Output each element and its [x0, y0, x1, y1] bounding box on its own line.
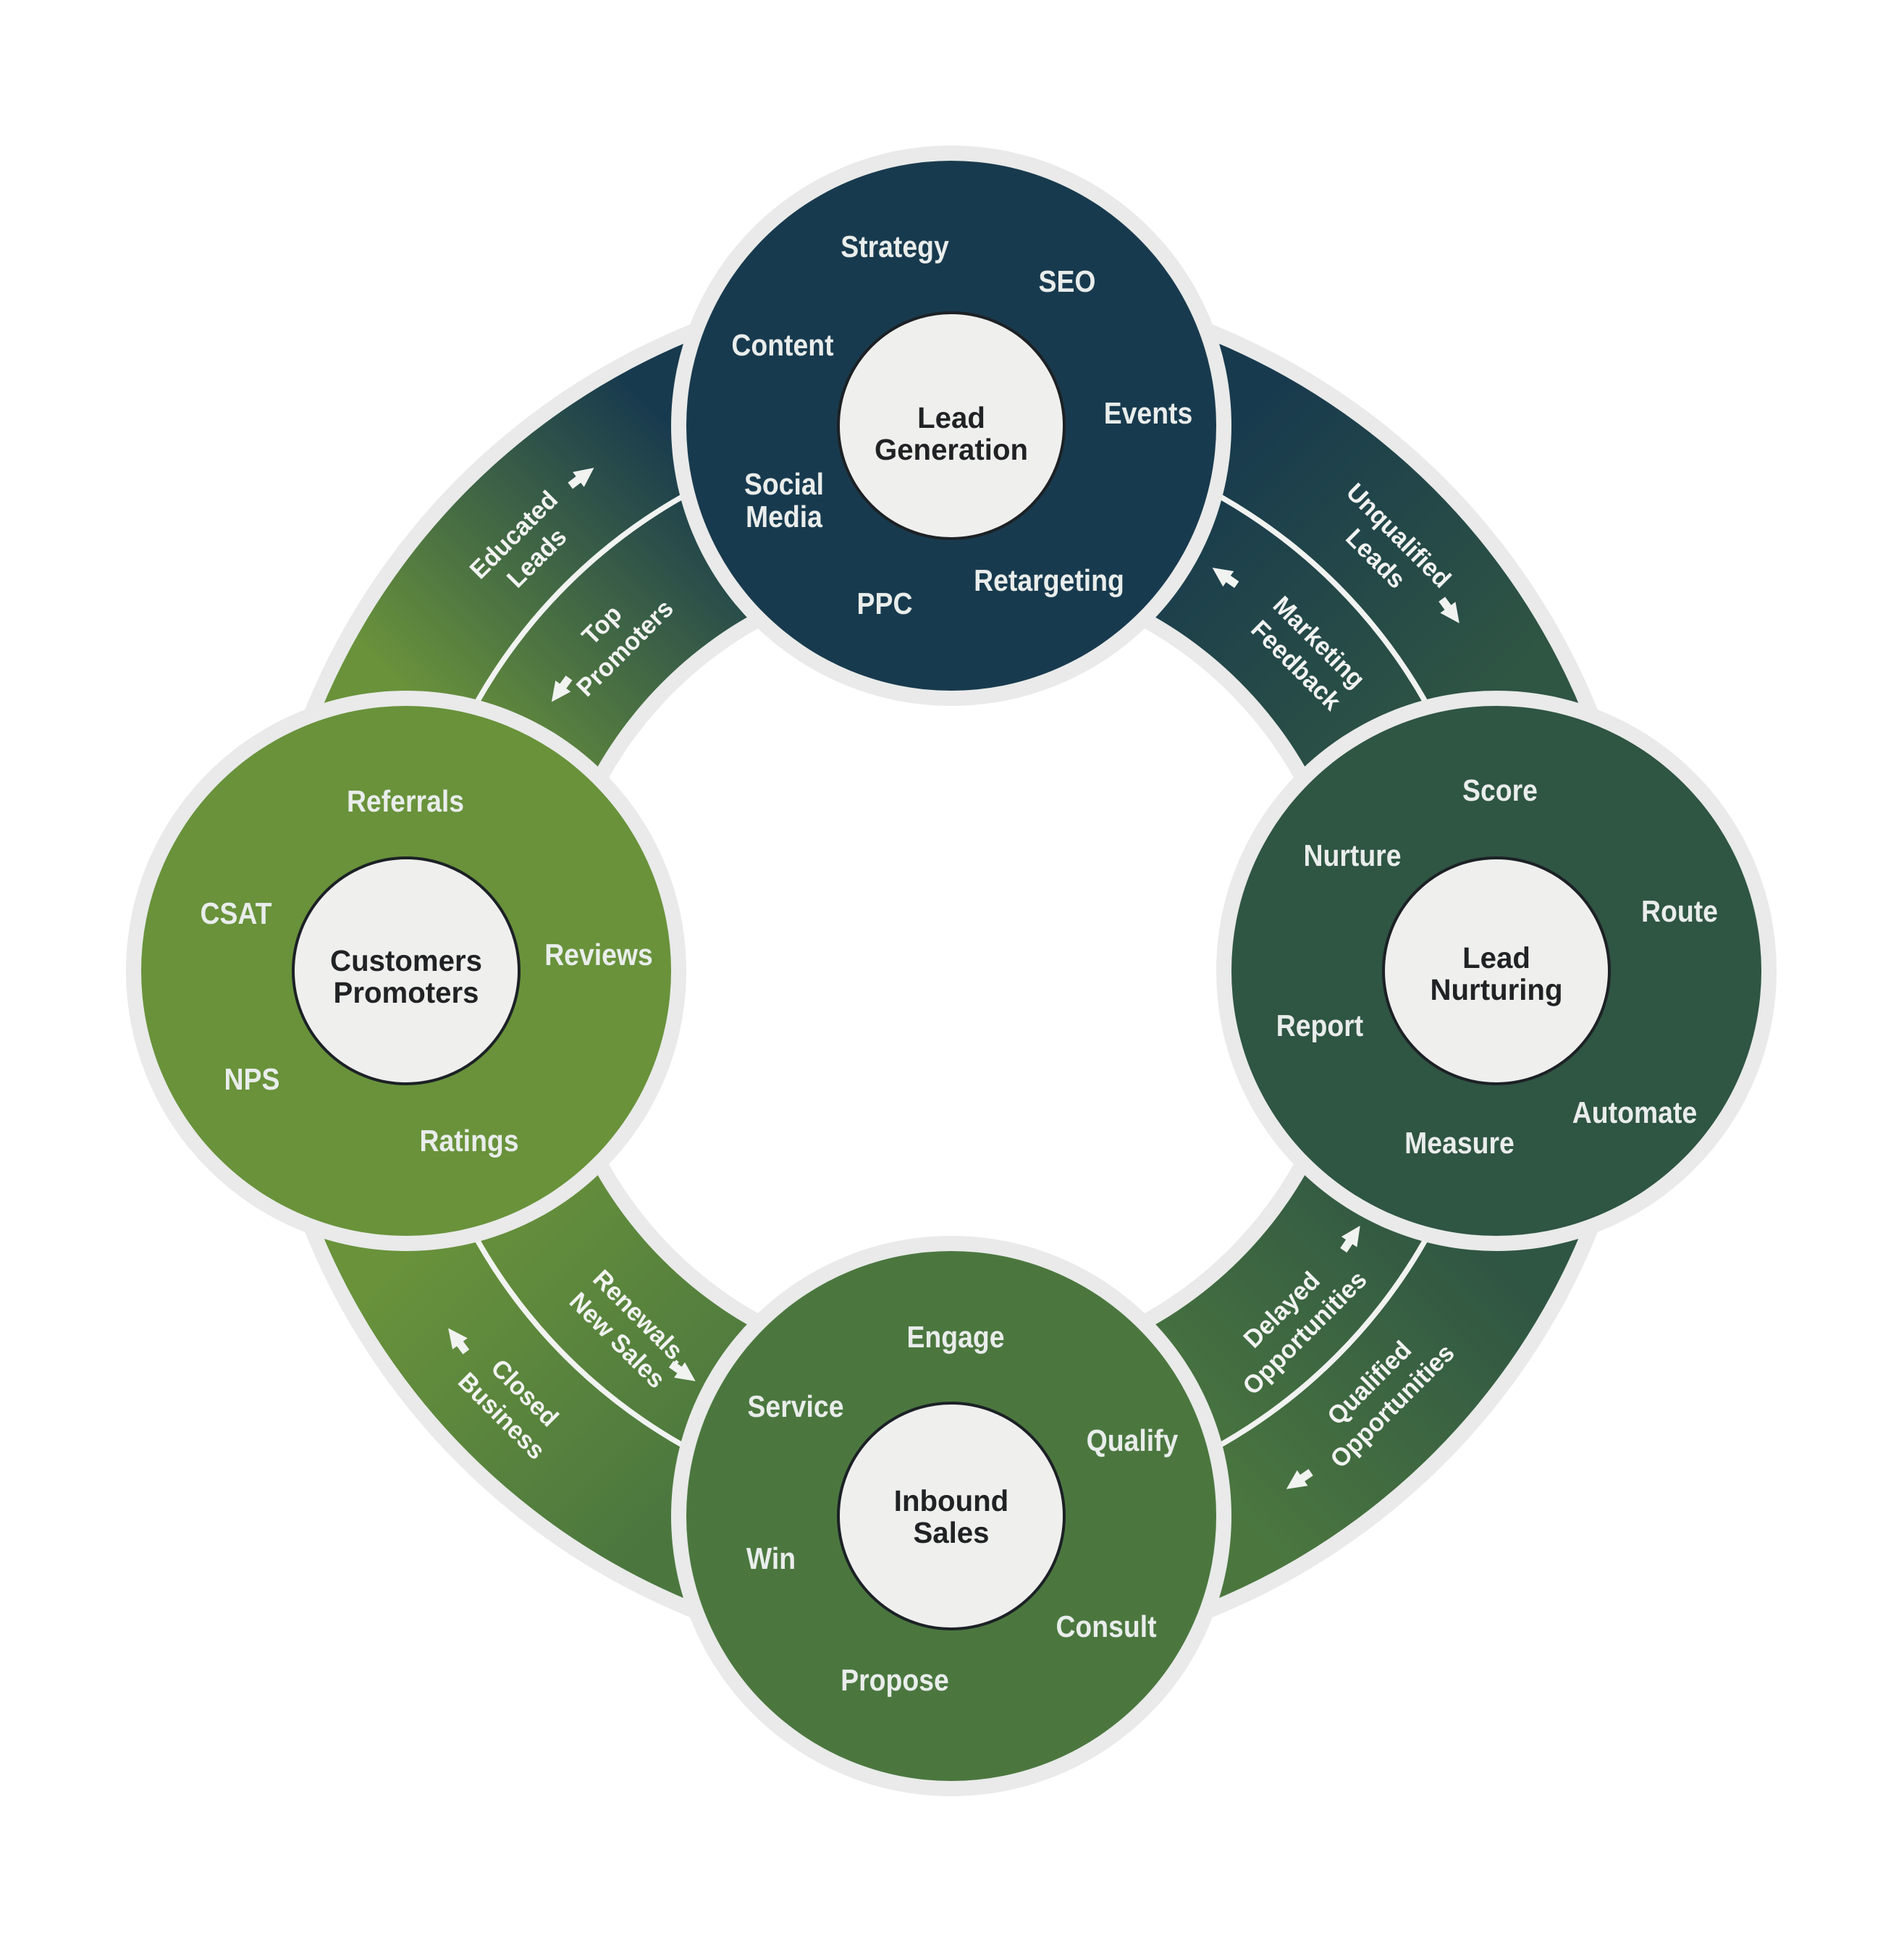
- svg-text:Automate: Automate: [1572, 1095, 1697, 1129]
- svg-text:Nurturing: Nurturing: [1431, 973, 1563, 1006]
- svg-text:Qualify: Qualify: [1087, 1423, 1179, 1457]
- svg-text:Media: Media: [746, 500, 822, 534]
- svg-text:Consult: Consult: [1056, 1609, 1156, 1643]
- svg-text:Inbound: Inbound: [894, 1484, 1008, 1517]
- svg-text:Measure: Measure: [1404, 1126, 1515, 1160]
- svg-text:Ratings: Ratings: [419, 1124, 518, 1158]
- svg-text:Score: Score: [1462, 773, 1538, 807]
- svg-text:Win: Win: [746, 1541, 796, 1575]
- svg-text:CSAT: CSAT: [201, 896, 272, 930]
- svg-text:Sales: Sales: [914, 1516, 990, 1549]
- svg-text:Nurture: Nurture: [1304, 838, 1402, 872]
- svg-text:Events: Events: [1104, 396, 1193, 430]
- svg-text:Strategy: Strategy: [841, 230, 949, 264]
- svg-text:Promoters: Promoters: [334, 976, 479, 1009]
- svg-text:Referrals: Referrals: [347, 784, 464, 818]
- svg-text:Lead: Lead: [1462, 941, 1530, 974]
- svg-text:Route: Route: [1641, 894, 1718, 928]
- svg-text:Lead: Lead: [917, 401, 985, 434]
- svg-text:Propose: Propose: [841, 1663, 949, 1697]
- svg-text:Content: Content: [731, 328, 833, 362]
- svg-text:SEO: SEO: [1039, 264, 1096, 298]
- svg-text:Report: Report: [1276, 1009, 1363, 1043]
- svg-text:Customers: Customers: [330, 944, 482, 977]
- svg-text:Service: Service: [748, 1389, 844, 1423]
- svg-text:Retargeting: Retargeting: [974, 563, 1124, 597]
- svg-text:Engage: Engage: [907, 1320, 1005, 1354]
- svg-text:Reviews: Reviews: [544, 938, 653, 972]
- svg-text:Social: Social: [744, 467, 824, 501]
- svg-text:Generation: Generation: [875, 433, 1028, 466]
- svg-text:PPC: PPC: [857, 586, 913, 620]
- svg-text:NPS: NPS: [224, 1062, 280, 1096]
